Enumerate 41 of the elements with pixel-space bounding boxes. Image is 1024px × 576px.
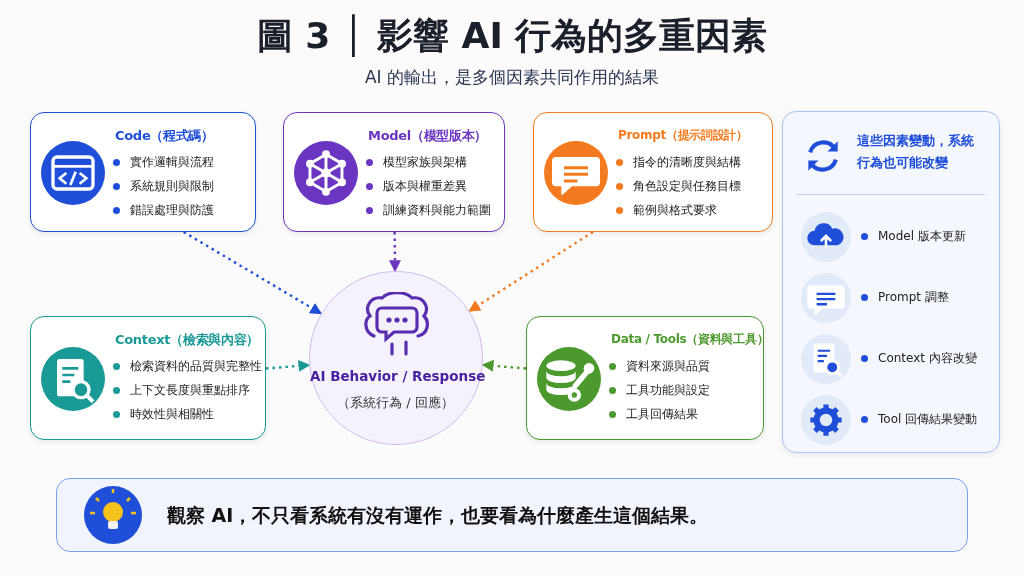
arrow	[388, 232, 401, 273]
bullet-item: 模型家族與架構	[366, 155, 467, 170]
result-subtitle: （系統行為 / 回應）	[336, 394, 455, 412]
bullet-item: 上下文長度與重點排序	[113, 383, 250, 398]
bullet-item: Model 版本更新	[861, 228, 966, 245]
note-banner	[56, 478, 968, 552]
arrow	[468, 231, 594, 313]
bullet-item: 實作邏輯與流程	[113, 155, 214, 170]
arrow	[183, 230, 323, 315]
subtitle: AI 的輸出，是多個因素共同作用的結果	[363, 66, 660, 89]
bullet-item: 工具回傳結果	[609, 407, 698, 422]
bullet-item: 系統規則與限制	[113, 179, 214, 194]
bullet-item: 錯誤處理與防護	[113, 203, 214, 218]
bullet-item: 角色設定與任務目標	[616, 179, 741, 194]
bullet-item: 工具功能與設定	[609, 383, 710, 398]
factor-card	[283, 112, 505, 232]
bullet-item: 訓練資料與能力範圍	[366, 203, 491, 218]
bullet-item: 範例與格式要求	[616, 203, 717, 218]
factor-card	[30, 112, 256, 232]
arrow	[265, 359, 311, 372]
card-heading: Code（程式碼）	[115, 127, 214, 145]
card-heading: Data / Tools（資料與工具）	[611, 331, 769, 348]
bullet-item: Prompt 調整	[861, 289, 949, 306]
card-heading: Context（檢索與內容）	[115, 331, 260, 349]
side-panel	[782, 111, 1000, 453]
factor-card	[30, 316, 266, 440]
bullet-item: Tool 回傳結果變動	[861, 411, 978, 428]
bullet-item: 時效性與相關性	[113, 407, 214, 422]
card-heading: Model（模型版本）	[368, 127, 488, 145]
bullet-item: 指令的清晰度與結構	[616, 155, 741, 170]
note-text: 觀察 AI，不只看系統有沒有運作，也要看為什麼產生這個結果。	[167, 503, 709, 528]
bullet-item: 資料來源與品質	[609, 359, 710, 374]
bullet-item: Context 內容改變	[861, 350, 977, 367]
arrow	[481, 359, 527, 372]
factor-card	[533, 112, 773, 232]
bullet-item: 檢索資料的品質與完整性	[113, 359, 262, 374]
card-heading: Prompt（提示詞設計）	[618, 127, 748, 144]
bullet-item: 版本與權重差異	[366, 179, 467, 194]
title: 圖 3 │ 影響 AI 行為的多重因素	[255, 13, 769, 59]
factor-card	[526, 316, 764, 440]
panel-heading: 這些因素變動，系統行為也可能改變	[857, 132, 975, 172]
